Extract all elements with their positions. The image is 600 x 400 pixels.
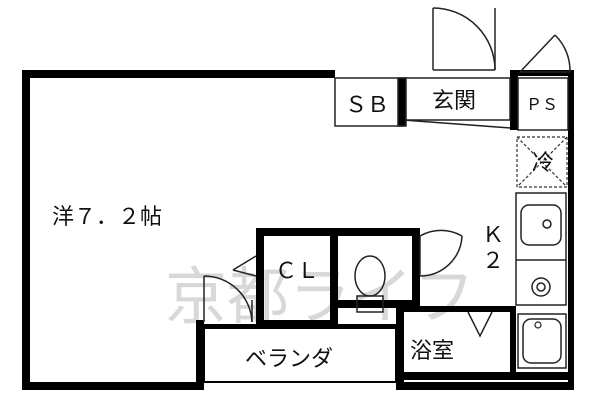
room-label-fridge: 冷	[532, 151, 554, 176]
room-label-closet: ＣＬ	[275, 259, 319, 284]
kitchen-counter	[515, 192, 567, 306]
toilet-door	[419, 229, 463, 277]
room-label-ps: ＰＳ	[526, 95, 558, 114]
entry-door	[432, 7, 496, 71]
veranda-door	[203, 275, 253, 323]
fridge-space	[516, 136, 568, 188]
room-label-kitchen-n: ２	[482, 249, 504, 274]
entry-block	[334, 77, 569, 131]
room-label-sb: ＳＢ	[345, 93, 389, 118]
outer-walls	[22, 70, 574, 390]
room-label-bathroom: 浴室	[410, 339, 454, 364]
toilet-room	[338, 228, 420, 313]
closet-door	[232, 255, 257, 277]
room-label-entrance: 玄関	[432, 89, 476, 114]
room-label-western: 洋７．２帖	[52, 205, 162, 230]
closet	[256, 228, 338, 328]
bathroom	[396, 306, 567, 390]
room-label-kitchen-k: Ｋ	[482, 223, 504, 248]
room-label-veranda: ベランダ	[245, 347, 333, 372]
ps-door	[519, 34, 571, 73]
